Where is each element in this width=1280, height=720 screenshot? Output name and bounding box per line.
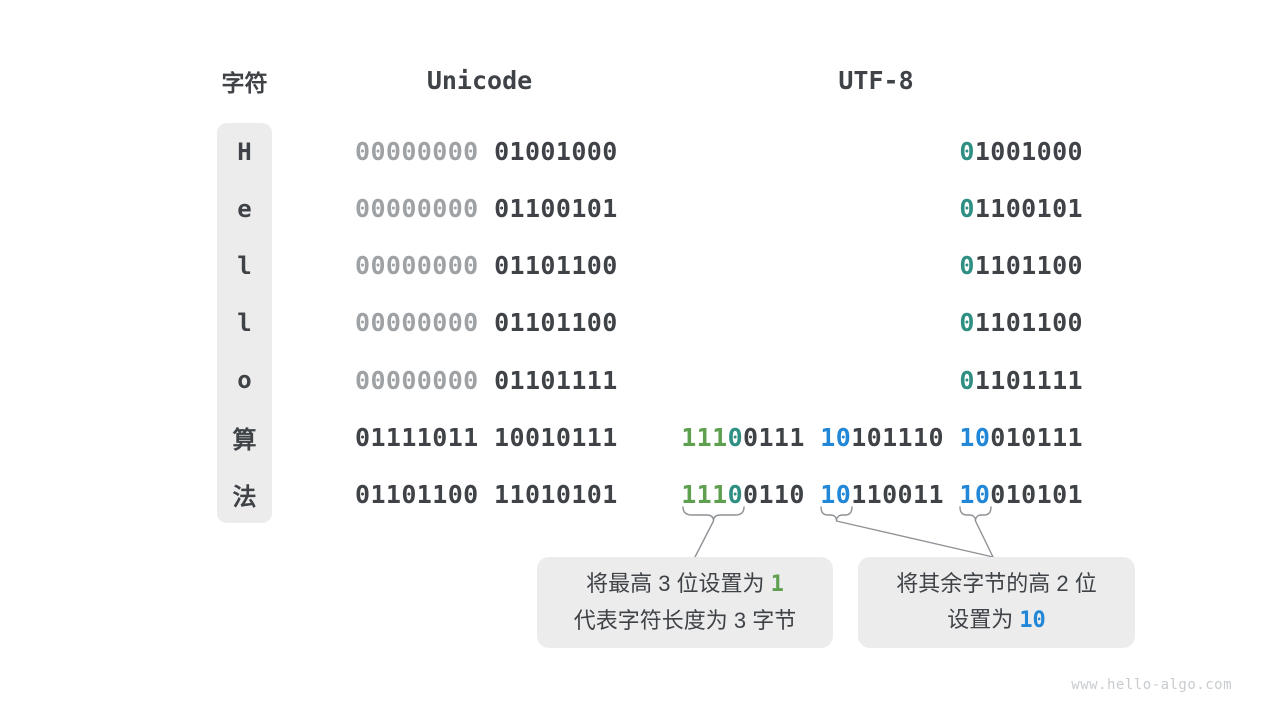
bit-group-dark: 01101111 xyxy=(494,365,618,395)
bit-group-dark: 1101100 xyxy=(974,251,1083,281)
callout-continuation-line2: 设置为 10 xyxy=(947,602,1046,639)
bit-group-gray: 00000000 xyxy=(355,365,495,395)
bit-group-dark: 1001000 xyxy=(974,137,1083,167)
binary-value: 00000000 01101100 xyxy=(355,237,619,294)
bit-group-dark: 01111011 10010111 xyxy=(355,422,618,452)
bit-group-dark: 010111 xyxy=(990,422,1083,452)
bit-group-teal: 0 xyxy=(727,479,744,509)
bit-group-dark: 01101100 xyxy=(494,251,618,281)
bit-group-dark: 0111 xyxy=(743,422,821,452)
bit-group-teal: 0 xyxy=(959,251,975,281)
bit-group-dark: 01001000 xyxy=(494,137,618,167)
binary-value: 00000000 01100101 xyxy=(355,180,619,237)
bit-group-dark: 1100101 xyxy=(974,194,1083,224)
character-cell: l xyxy=(237,251,252,280)
binary-value: 01101100 11010101 xyxy=(355,466,619,523)
bit-group-dark: 1101100 xyxy=(974,308,1083,338)
bit-group-teal: 0 xyxy=(959,308,975,338)
bit-group-gray: 00000000 xyxy=(355,308,495,338)
bit-group-blue: 10 xyxy=(820,479,852,509)
bit-group-gray: 00000000 xyxy=(355,251,495,281)
bit-group-teal: 0 xyxy=(959,137,975,167)
bit-group-gray: 00000000 xyxy=(355,194,495,224)
binary-value: 00000000 01101100 xyxy=(355,294,619,351)
column-header-utf8: UTF-8 xyxy=(838,66,914,95)
binary-value: 01111011 10010111 xyxy=(355,409,619,466)
bit-group-blue: 10 xyxy=(959,422,991,452)
watermark: www.hello-algo.com xyxy=(1071,677,1232,693)
bit-group-teal: 0 xyxy=(959,365,975,395)
callout-high-bits-line1: 将最高 3 位设置为 1 xyxy=(586,566,784,603)
bit-group-teal: 0 xyxy=(959,194,975,224)
bit-group-blue: 10 xyxy=(959,479,991,509)
callout-continuation-line1: 将其余字节的高 2 位 xyxy=(896,571,1097,596)
bit-group-blue: 10 xyxy=(820,422,852,452)
connector-line-left xyxy=(694,520,715,558)
bit-group-green: 111 xyxy=(681,422,728,452)
bit-group-dark: 010101 xyxy=(990,479,1083,509)
bit-group-dark: 01101100 xyxy=(494,308,618,338)
callout-high-bits-line2: 代表字符长度为 3 字节 xyxy=(573,608,797,633)
character-cell: e xyxy=(237,194,252,223)
bit-group-dark: 110011 xyxy=(851,479,960,509)
binary-value: 00000000 01101111 xyxy=(355,352,619,409)
bit-group-dark: 101110 xyxy=(851,422,960,452)
bit-group-dark: 01101100 11010101 xyxy=(355,479,618,509)
bit-group-dark: 0110 xyxy=(743,479,821,509)
bit-group-green: 111 xyxy=(681,479,728,509)
bit-group-dark: 1101111 xyxy=(974,365,1083,395)
connector-line-mid xyxy=(835,520,994,558)
character-cell: l xyxy=(237,308,252,337)
callout-continuation-bits: 将其余字节的高 2 位 设置为 10 xyxy=(858,557,1135,648)
column-header-unicode: Unicode xyxy=(426,66,533,95)
bit-group-teal: 0 xyxy=(727,422,744,452)
connector-line-right xyxy=(974,520,994,558)
callout-high-bits: 将最高 3 位设置为 1 代表字符长度为 3 字节 xyxy=(537,557,833,648)
callout-text: 设置为 xyxy=(947,607,1020,632)
character-cell: 法 xyxy=(232,482,257,511)
highlight-bits-10: 10 xyxy=(1019,608,1046,633)
character-cell: 算 xyxy=(232,425,257,454)
binary-value: 00000000 01001000 xyxy=(355,123,619,180)
bit-group-dark: 01100101 xyxy=(494,194,618,224)
column-header-character: 字符 xyxy=(221,70,268,96)
bit-group-gray: 00000000 xyxy=(355,137,495,167)
character-cell: H xyxy=(237,137,252,166)
callout-text: 将最高 3 位设置为 xyxy=(586,571,771,596)
highlight-bit-1: 1 xyxy=(770,572,784,597)
character-cell: o xyxy=(237,366,252,395)
